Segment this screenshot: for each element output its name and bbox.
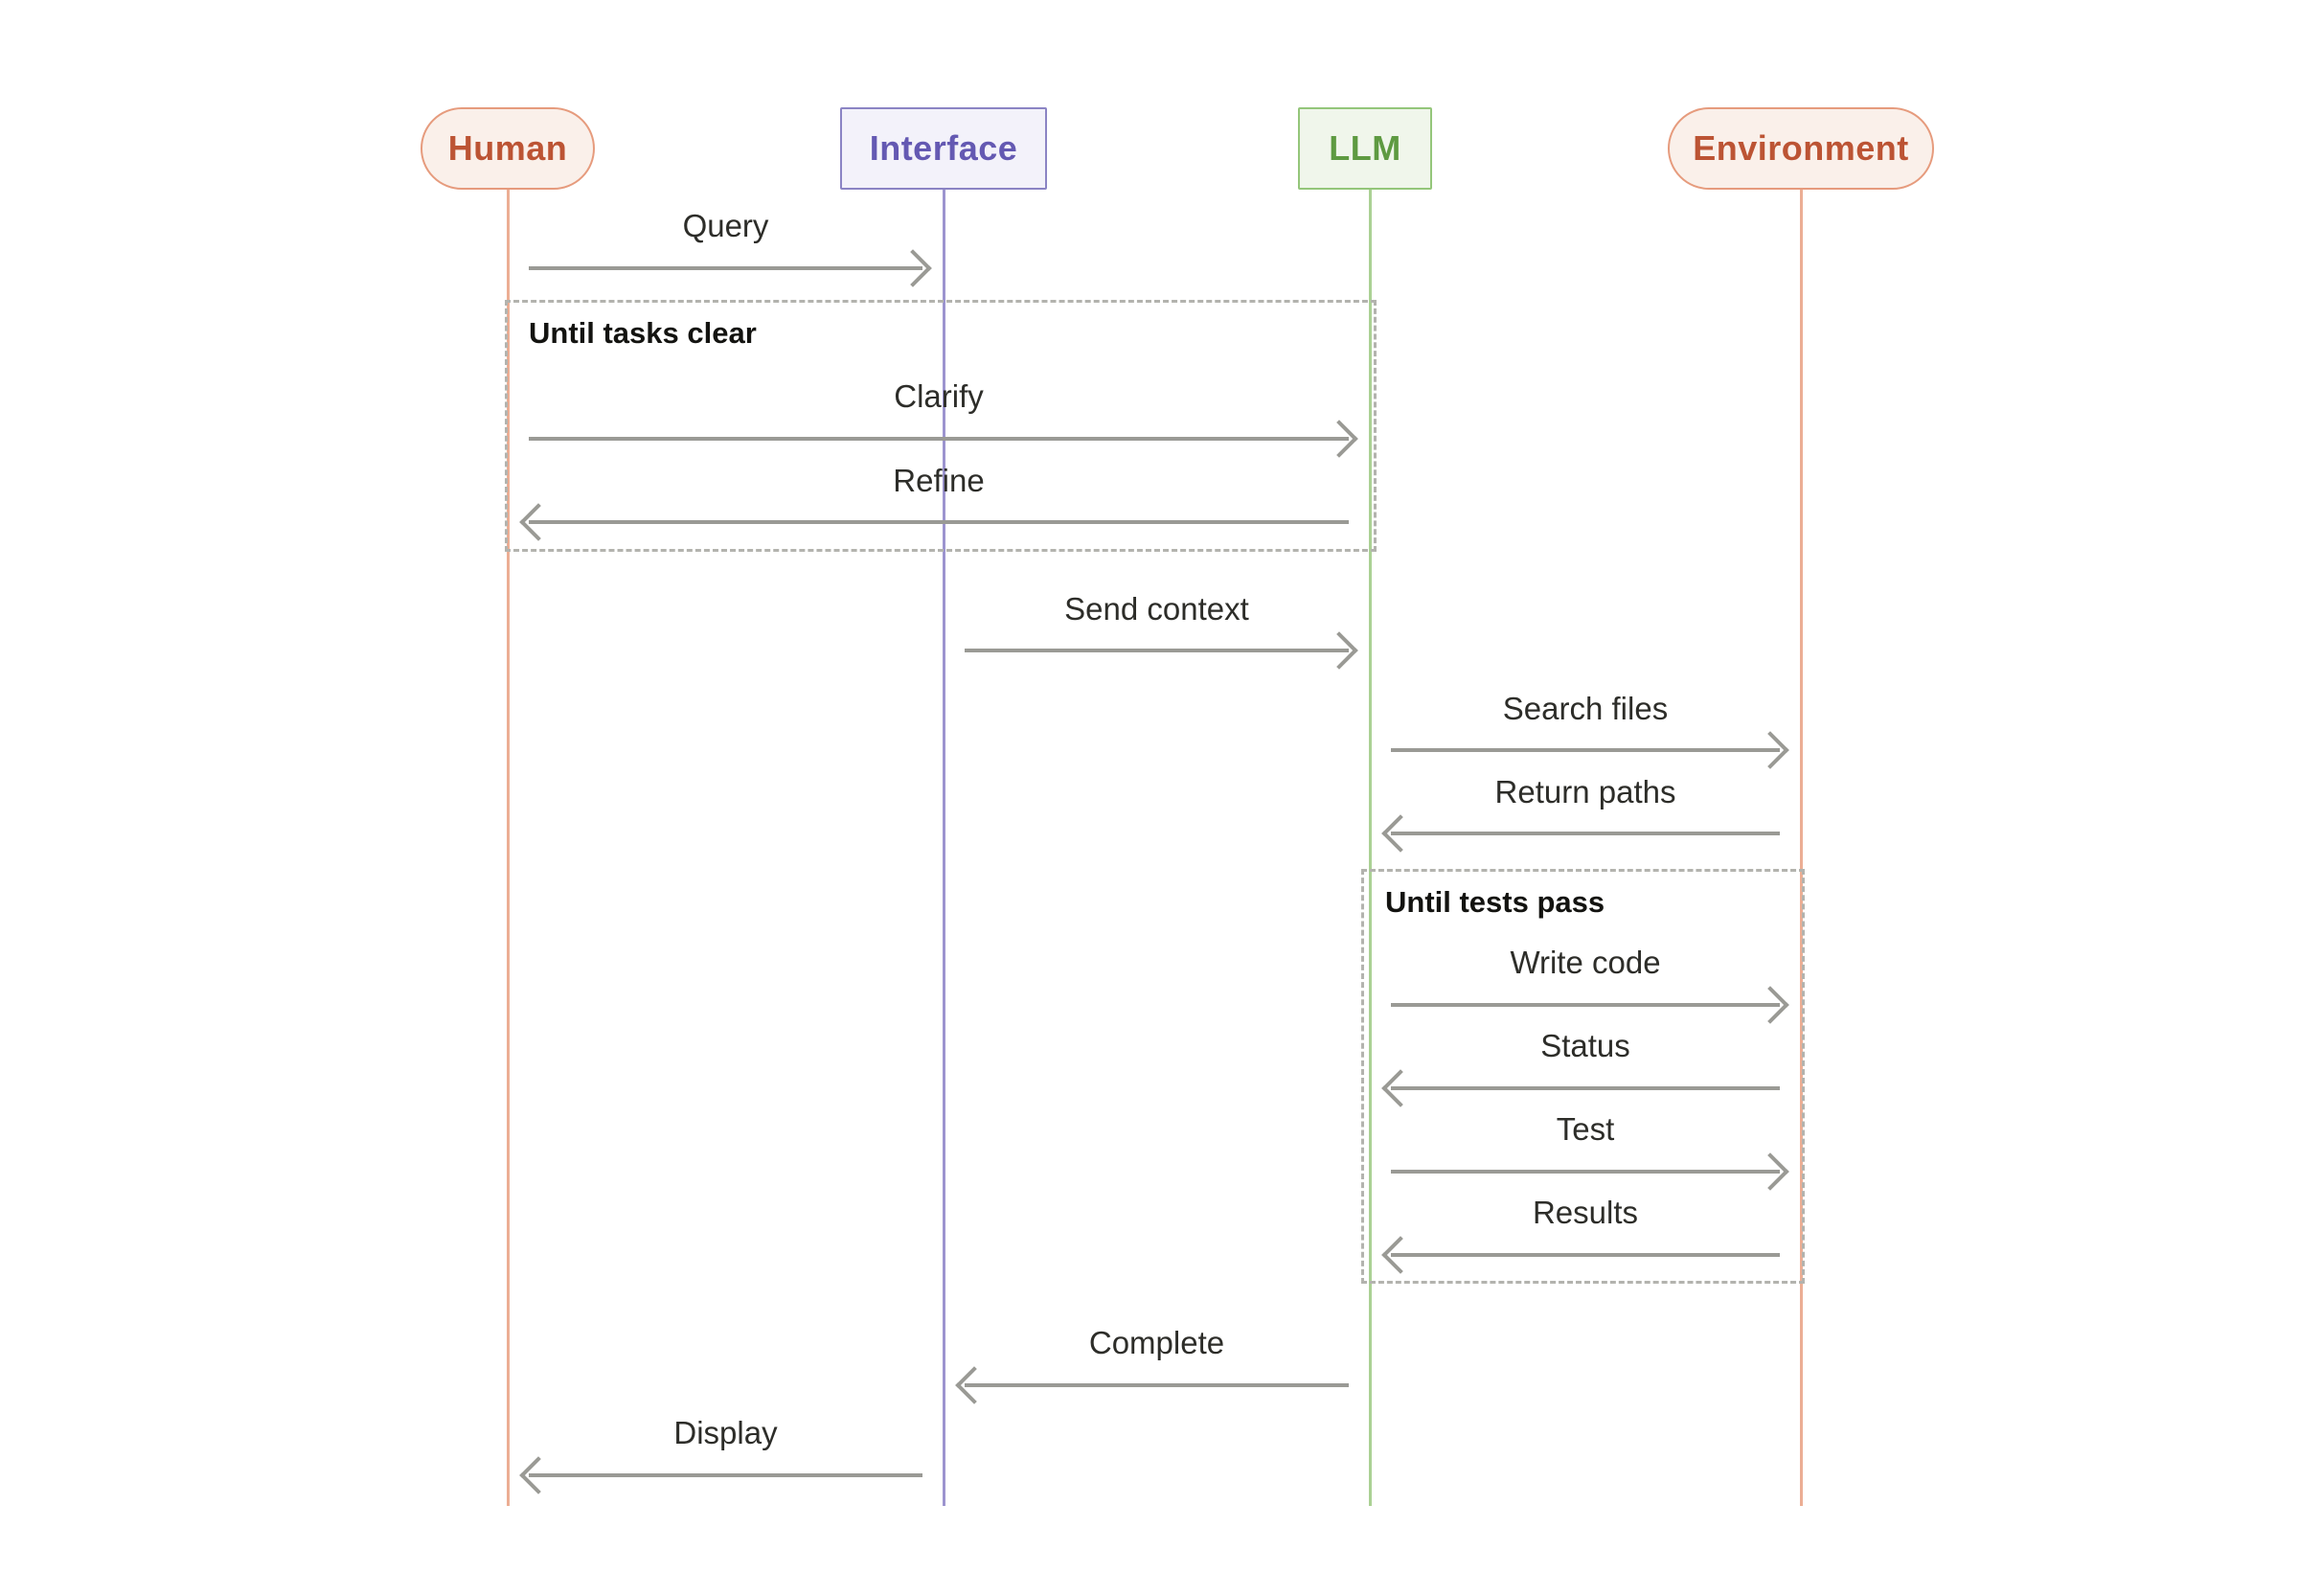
lifeline-human: [507, 190, 510, 1506]
participant-environment: Environment: [1668, 107, 1934, 190]
message-label-status: Status: [1540, 1028, 1630, 1063]
loop-until-tasks-clear: Until tasks clear: [505, 300, 1377, 552]
message-label-send-context: Send context: [1064, 591, 1249, 627]
message-arrow-complete: [965, 1383, 1349, 1387]
message-label-results: Results: [1532, 1195, 1639, 1230]
message-arrow-results: [1391, 1253, 1780, 1257]
message-label-search-files: Search files: [1502, 691, 1669, 726]
lifeline-environment: [1800, 190, 1803, 1506]
lifeline-interface: [943, 190, 945, 1506]
participant-label: LLM: [1329, 128, 1401, 168]
message-arrow-query: [529, 266, 922, 270]
message-label-clarify: Clarify: [894, 378, 984, 414]
message-label-complete: Complete: [1088, 1325, 1225, 1360]
message-arrow-write-code: [1391, 1003, 1780, 1007]
message-arrow-send-context: [965, 649, 1349, 652]
message-label-refine: Refine: [893, 463, 985, 498]
participant-label: Human: [447, 128, 568, 168]
message-label-display: Display: [673, 1415, 778, 1450]
message-label-return-paths: Return paths: [1494, 774, 1676, 809]
loop-label: Until tests pass: [1385, 885, 1605, 919]
participant-label: Interface: [869, 128, 1018, 168]
message-arrow-return-paths: [1391, 832, 1780, 835]
message-arrow-refine: [529, 520, 1349, 524]
message-arrow-status: [1391, 1086, 1780, 1090]
message-arrow-search-files: [1391, 748, 1780, 752]
participant-label: Environment: [1693, 128, 1909, 168]
message-label-test: Test: [1556, 1111, 1615, 1147]
message-arrow-clarify: [529, 437, 1349, 441]
lifeline-llm: [1369, 190, 1372, 1506]
participant-human: Human: [421, 107, 595, 190]
message-label-query: Query: [682, 208, 769, 243]
participant-interface: Interface: [840, 107, 1047, 190]
message-arrow-display: [529, 1473, 922, 1477]
loop-label: Until tasks clear: [529, 316, 757, 350]
participant-llm: LLM: [1298, 107, 1432, 190]
message-label-write-code: Write code: [1510, 945, 1661, 980]
message-arrow-test: [1391, 1170, 1780, 1174]
loop-until-tests-pass: Until tests pass: [1361, 869, 1805, 1284]
